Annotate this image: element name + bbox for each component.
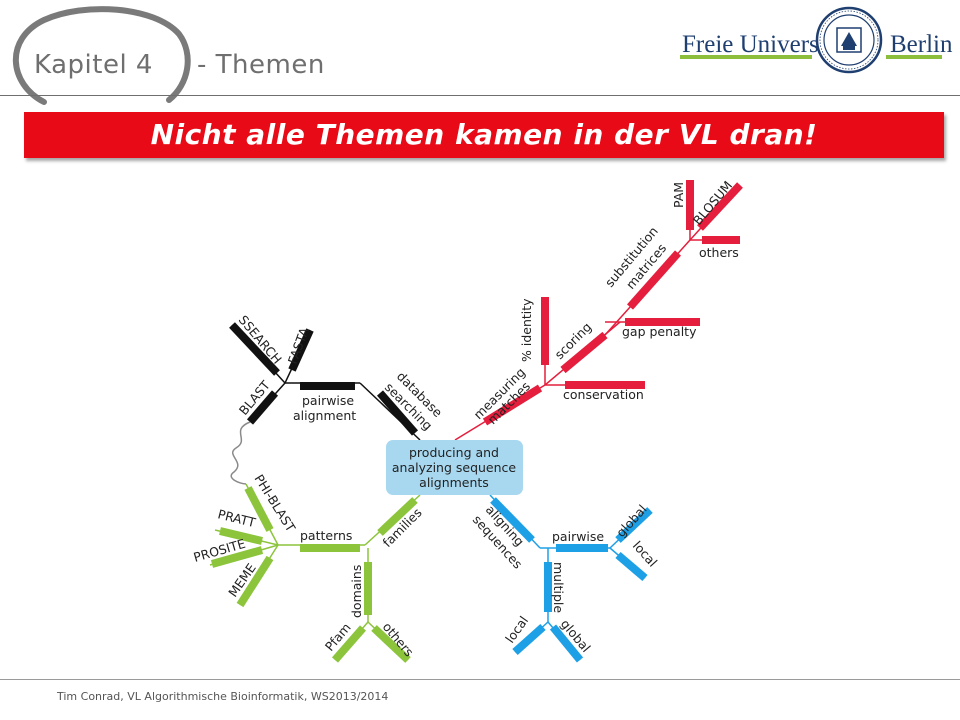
- label-conservation: conservation: [563, 387, 644, 402]
- label-alignment: alignment: [293, 408, 356, 423]
- red-branch-lines: [454, 180, 743, 441]
- label-percent-identity: % identity: [519, 298, 534, 362]
- center-line-2: analyzing sequence: [392, 460, 517, 475]
- label-pratt: PRATT: [216, 506, 257, 530]
- chapter-title: Kapitel 4: [34, 50, 153, 80]
- topic-title: - Themen: [197, 50, 325, 80]
- center-line-3: alignments: [419, 475, 489, 490]
- label-domains: domains: [349, 565, 364, 618]
- footer-text: Tim Conrad, VL Algorithmische Bioinforma…: [57, 690, 389, 703]
- label-scoring: scoring: [552, 319, 595, 362]
- label-pam: PAM: [671, 182, 686, 208]
- label-pairwise: pairwise: [302, 393, 354, 408]
- center-line-1: producing and: [409, 445, 499, 460]
- black-branch-lines: [229, 322, 421, 441]
- logo-text-right: Berlin: [890, 31, 953, 58]
- label-gap-penalty: gap penalty: [622, 324, 697, 339]
- header-rule: [0, 95, 960, 96]
- warning-banner: Nicht alle Themen kamen in der VL dran!: [24, 112, 944, 158]
- logo-bar-right: [886, 55, 942, 59]
- label-fasta: FASTA: [285, 325, 312, 366]
- university-logo: Freie Universität Berlin: [680, 6, 953, 80]
- label-multiple: multiple: [551, 562, 566, 613]
- logo-bar-left: [680, 55, 812, 59]
- blue-branch-lines: [489, 494, 653, 663]
- footer-rule: [0, 679, 960, 680]
- label-blue-pairwise: pairwise: [552, 529, 604, 544]
- header-swoosh-decoration: [12, 6, 191, 105]
- university-seal-icon: [815, 6, 883, 74]
- label-red-others: others: [699, 245, 739, 260]
- label-patterns: patterns: [300, 528, 352, 543]
- center-node: [386, 440, 523, 495]
- green-branch-lines: [209, 483, 421, 663]
- black-to-green-squiggle: [230, 421, 251, 485]
